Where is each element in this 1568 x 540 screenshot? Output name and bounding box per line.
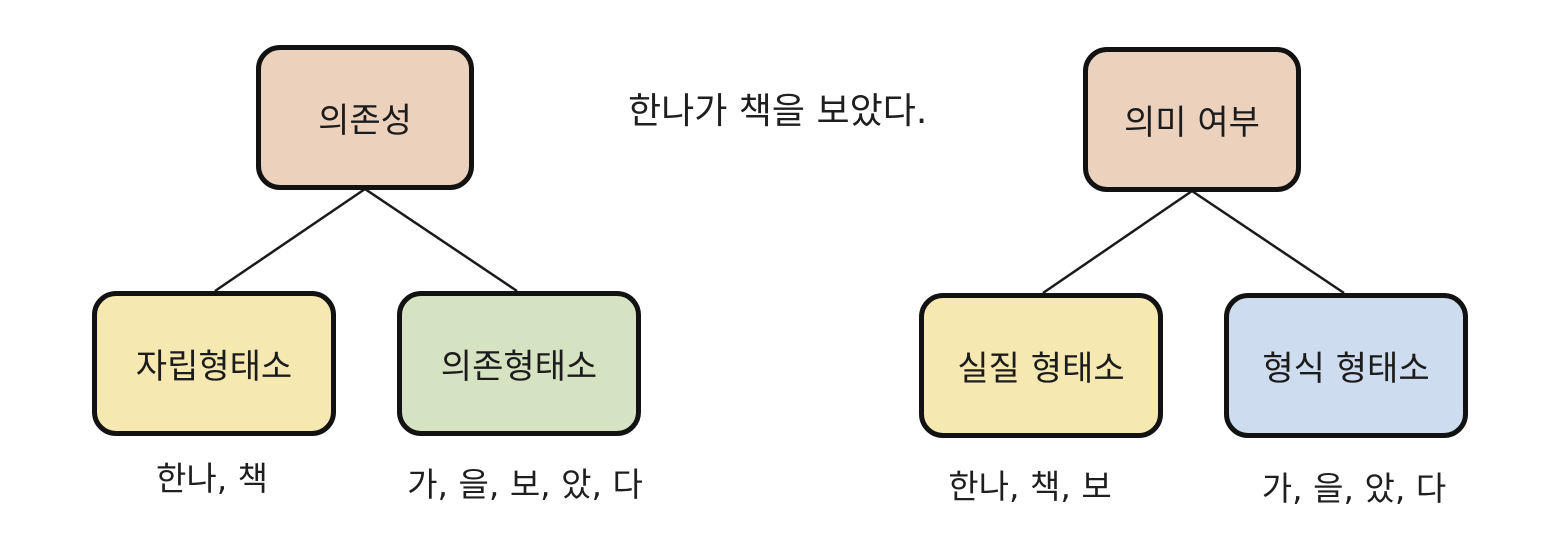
bound-morpheme-examples: 가, 을, 보, 았, 다 — [407, 465, 643, 504]
lexical-morpheme-examples: 한나, 책, 보 — [948, 467, 1112, 506]
node-grammatical-morpheme-label: 형식 형태소 — [1262, 349, 1430, 389]
node-meaning: 의미 여부 — [1083, 47, 1301, 192]
edge-meaning-to-grammatical — [1191, 189, 1345, 295]
node-free-morpheme-label: 자립형태소 — [135, 347, 293, 387]
edge-meaning-to-lexical — [1042, 189, 1193, 295]
node-meaning-label: 의미 여부 — [1124, 103, 1260, 143]
node-bound-morpheme: 의존형태소 — [397, 291, 641, 436]
node-dependence-label: 의존성 — [318, 101, 412, 141]
example-sentence: 한나가 책을 보았다. — [628, 91, 928, 132]
node-free-morpheme: 자립형태소 — [92, 291, 336, 436]
edge-dependence-to-free — [214, 187, 366, 293]
node-lexical-morpheme-label: 실질 형태소 — [957, 349, 1125, 389]
node-dependence: 의존성 — [256, 45, 474, 190]
node-grammatical-morpheme: 형식 형태소 — [1224, 293, 1468, 438]
grammatical-morpheme-examples: 가, 을, 았, 다 — [1261, 469, 1447, 508]
node-lexical-morpheme: 실질 형태소 — [919, 293, 1163, 438]
free-morpheme-examples: 한나, 책 — [155, 459, 269, 498]
node-bound-morpheme-label: 의존형태소 — [440, 347, 598, 387]
edge-dependence-to-bound — [364, 187, 518, 293]
